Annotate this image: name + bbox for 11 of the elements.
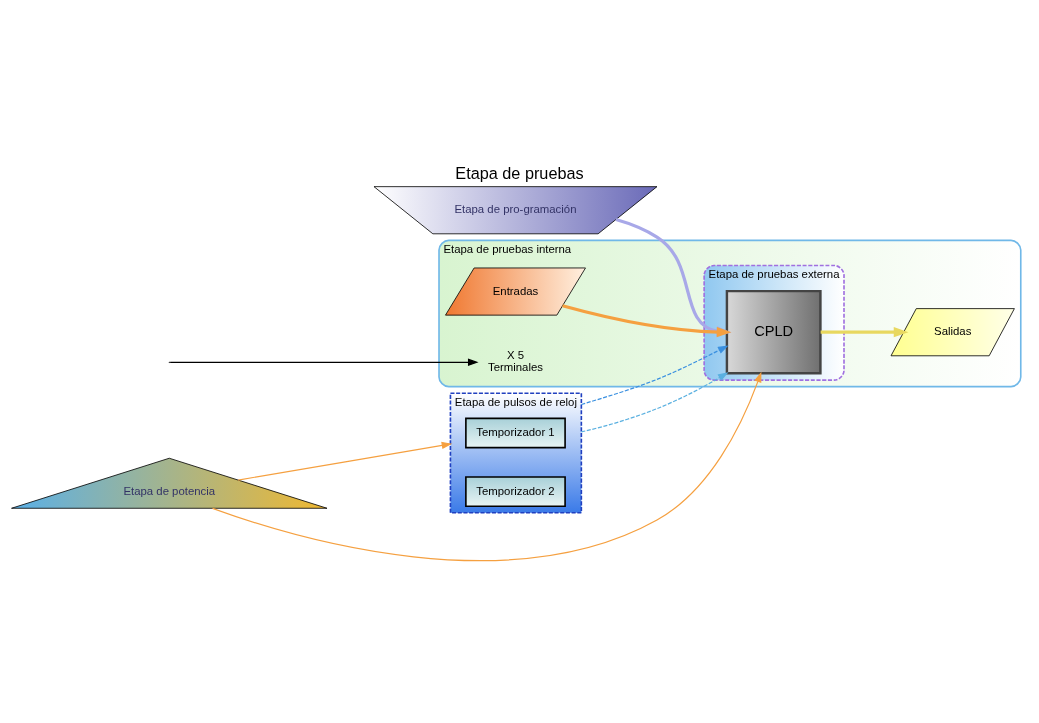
node-box: Temporizador 2 (465, 476, 566, 508)
diagram-title: Etapa de pruebas (455, 163, 584, 182)
arrow (169, 358, 479, 366)
arrow (580, 345, 729, 406)
arrow (237, 441, 453, 481)
arrow (211, 371, 762, 561)
node-box: Temporizador 1 (465, 417, 566, 449)
node-box: CPLD (725, 289, 822, 375)
node-text: X 5 Terminales (487, 349, 543, 374)
arrow (820, 327, 909, 338)
arrow (580, 372, 729, 433)
